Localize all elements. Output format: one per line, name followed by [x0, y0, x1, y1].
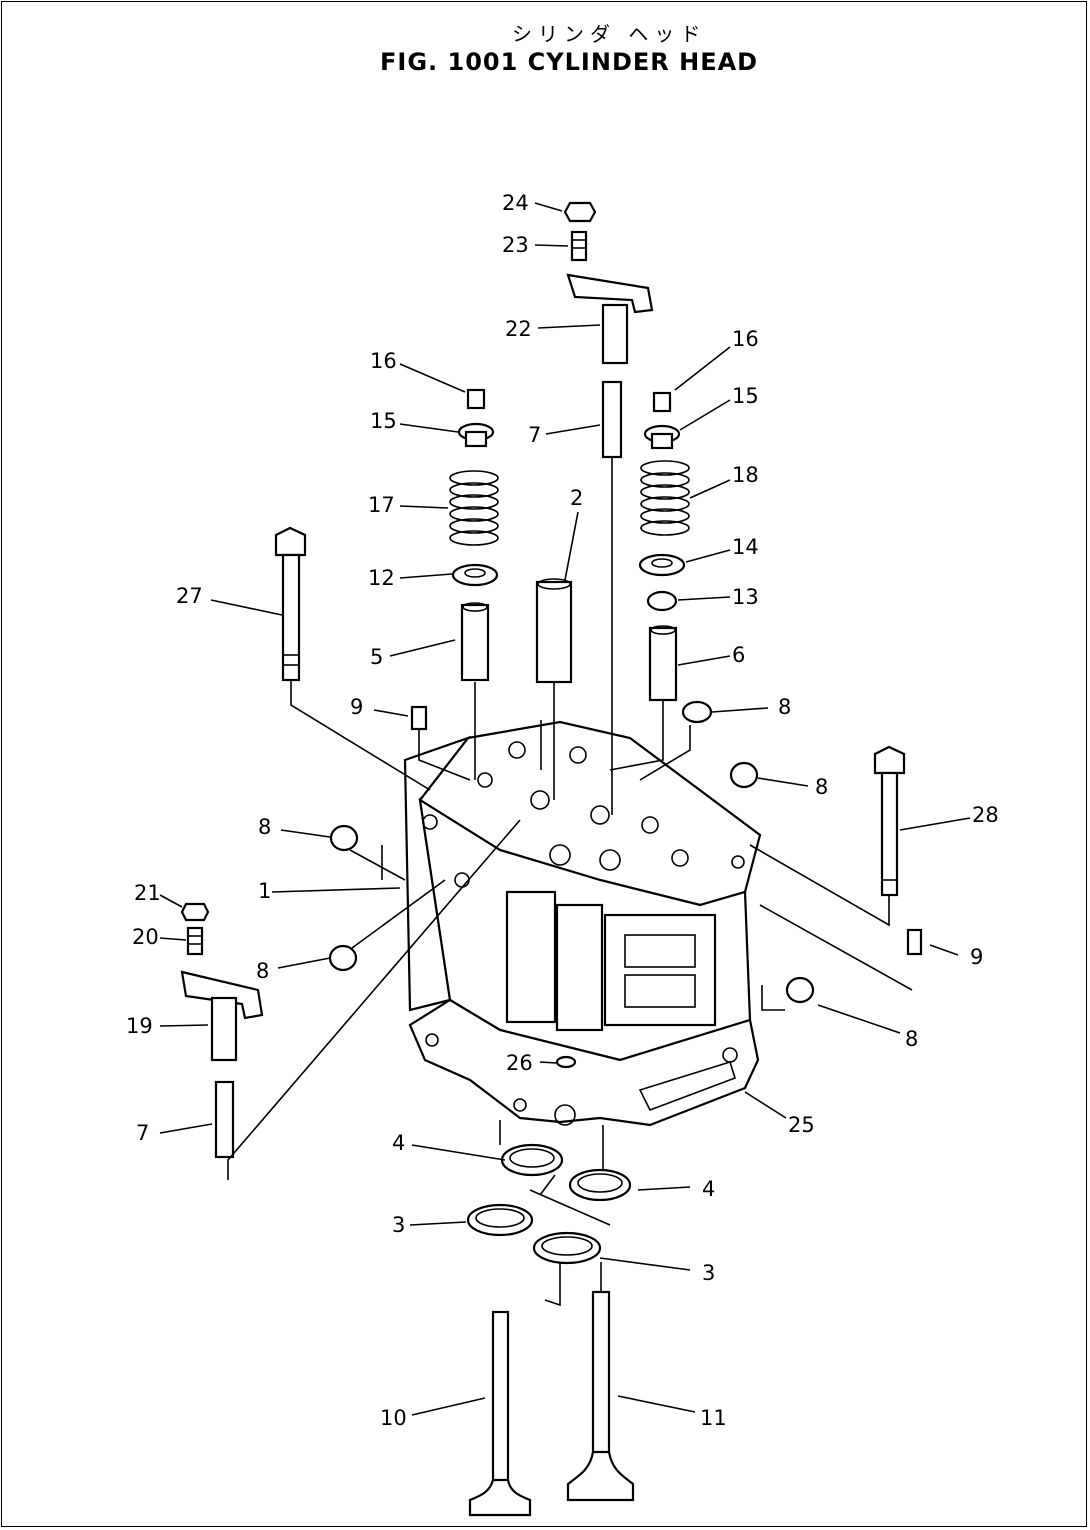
expansion-plugs: [328, 700, 815, 1004]
callout-8-top-right: 8: [778, 695, 791, 719]
callout-21: 21: [134, 881, 161, 905]
dowel-pin-right: [906, 928, 923, 956]
callout-16-left: 16: [370, 349, 397, 373]
callout-9-top: 9: [350, 695, 363, 719]
valve-train-right: [638, 391, 690, 702]
valve-seat-inserts: [466, 1143, 632, 1265]
rocker-stack-top: [563, 201, 654, 459]
callout-3-right: 3: [702, 1261, 715, 1285]
callout-8-right: 8: [815, 775, 828, 799]
dowel-pin-left: [410, 705, 428, 731]
callout-20: 20: [132, 925, 159, 949]
callout-18: 18: [732, 463, 759, 487]
rocker-stack-left: [180, 902, 264, 1159]
callout-6: 6: [732, 643, 745, 667]
callout-8-lower-left: 8: [256, 959, 269, 983]
callout-17: 17: [368, 493, 395, 517]
head-bolt-27: [274, 526, 307, 682]
callout-labels: 24 23 22 16 16 15 15 7 17 2 18 27 12 14 …: [126, 191, 999, 1430]
callout-19: 19: [126, 1014, 153, 1038]
callout-10: 10: [380, 1406, 407, 1430]
callout-4-right: 4: [702, 1177, 715, 1201]
figure-title: FIG. 1001 CYLINDER HEAD: [380, 48, 759, 76]
callout-15-right: 15: [732, 384, 759, 408]
callout-1: 1: [258, 879, 271, 903]
callout-12: 12: [368, 566, 395, 590]
callout-9-right: 9: [970, 945, 983, 969]
valve-train-left: [449, 388, 499, 682]
callout-14: 14: [732, 535, 759, 559]
callout-2: 2: [570, 486, 583, 510]
callout-25: 25: [788, 1113, 815, 1137]
callout-11: 11: [700, 1406, 727, 1430]
callout-22: 22: [505, 317, 532, 341]
callout-5: 5: [370, 645, 383, 669]
figure-title-japanese: シリンダ ヘッド: [512, 22, 707, 46]
callout-24: 24: [502, 191, 529, 215]
callout-13: 13: [732, 585, 759, 609]
callout-leaders: [159, 202, 971, 1416]
cylinder-head-body: [403, 720, 762, 1127]
callout-7-top: 7: [528, 423, 541, 447]
callout-15-left: 15: [370, 409, 397, 433]
nozzle-sleeve: [535, 578, 573, 684]
callout-23: 23: [502, 233, 529, 257]
callout-28: 28: [972, 803, 999, 827]
callout-27: 27: [176, 584, 203, 608]
callout-16-right: 16: [732, 327, 759, 351]
assembly-lines: [227, 457, 913, 1307]
callout-8-lower-right: 8: [905, 1027, 918, 1051]
callout-26: 26: [506, 1051, 533, 1075]
callout-7-left: 7: [136, 1121, 149, 1145]
intake-exhaust-valves: [468, 1290, 635, 1517]
head-bolt-28: [873, 745, 906, 897]
callout-8-left: 8: [258, 815, 271, 839]
callout-3-left: 3: [392, 1213, 405, 1237]
callout-4-left: 4: [392, 1131, 405, 1155]
